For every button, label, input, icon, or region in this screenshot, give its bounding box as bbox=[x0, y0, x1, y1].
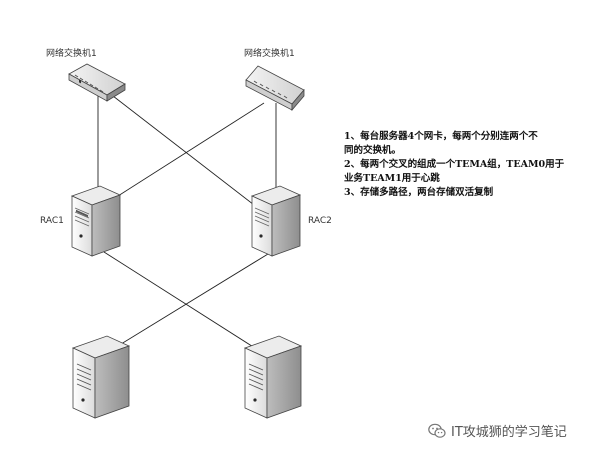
notes-line: 1、每台服务器4个网卡，每两个分别连两个不 bbox=[344, 131, 538, 142]
link-switch1-rac2 bbox=[112, 95, 259, 209]
server-rac2-icon bbox=[250, 185, 302, 257]
switch-left-icon bbox=[68, 63, 126, 102]
server-rac1-icon bbox=[70, 185, 122, 257]
wechat-icon bbox=[428, 423, 446, 438]
switch-right-icon bbox=[245, 65, 305, 112]
link-rac2-storage1 bbox=[107, 253, 269, 353]
switch-right-label: 网络交换机1 bbox=[244, 49, 295, 59]
notes-line: 2、每两个交叉的组成一个TEMA组，TEAM0用于 bbox=[344, 159, 565, 170]
notes-block: 1、每台服务器4个网卡，每两个分别连两个不 同的交换机。 2、每两个交叉的组成一… bbox=[344, 130, 594, 200]
switch-left-label: 网络交换机1 bbox=[46, 49, 97, 59]
notes-line: 3、存储多路径，两台存储双活复制 bbox=[344, 187, 494, 198]
link-switch2-rac1 bbox=[117, 102, 265, 197]
server-rac2-label: RAC2 bbox=[308, 216, 332, 226]
watermark-text: IT攻城狮的学习笔记 bbox=[451, 425, 567, 440]
storage-left-icon bbox=[71, 335, 131, 419]
storage-right-icon bbox=[243, 335, 303, 419]
notes-line: 同的交换机。 bbox=[344, 145, 402, 156]
server-rac1-label: RAC1 bbox=[40, 216, 64, 226]
watermark: IT攻城狮的学习笔记 bbox=[428, 421, 567, 440]
link-rac1-storage2 bbox=[103, 251, 259, 351]
notes-line: 业务TEAM1用于心跳 bbox=[344, 173, 440, 184]
